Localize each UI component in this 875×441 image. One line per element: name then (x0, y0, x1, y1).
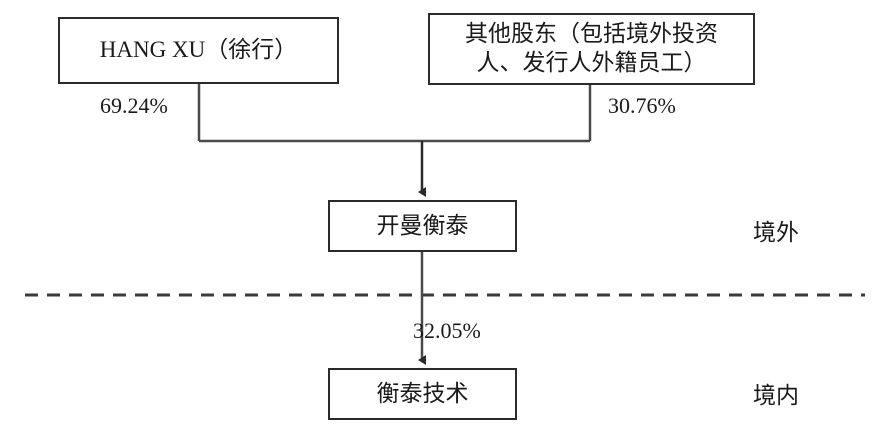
edge-label-othershareholders-percentage: 30.76% (608, 93, 676, 118)
node-hang-xu: HANG XU（徐行） (58, 17, 339, 84)
node-other-shareholders: 其他股东（包括境外投资 人、发行人外籍员工） (428, 13, 755, 85)
zone-label-offshore: 境外 (753, 220, 799, 245)
node-cayman-hengtai: 开曼衡泰 (328, 200, 517, 252)
node-hengtai-technology: 衡泰技术 (328, 368, 517, 420)
node-other-shareholders-label: 其他股东（包括境外投资 人、发行人外籍员工） (465, 21, 718, 75)
node-hengtai-technology-label: 衡泰技术 (376, 380, 469, 406)
edge-label-hangxu-percentage: 69.24% (100, 93, 168, 118)
zone-label-onshore: 境内 (753, 383, 799, 408)
edge-label-cayman-to-hengtai-percentage: 32.05% (413, 318, 481, 343)
node-hang-xu-label: HANG XU（徐行） (99, 37, 298, 63)
node-cayman-hengtai-label: 开曼衡泰 (376, 212, 469, 238)
